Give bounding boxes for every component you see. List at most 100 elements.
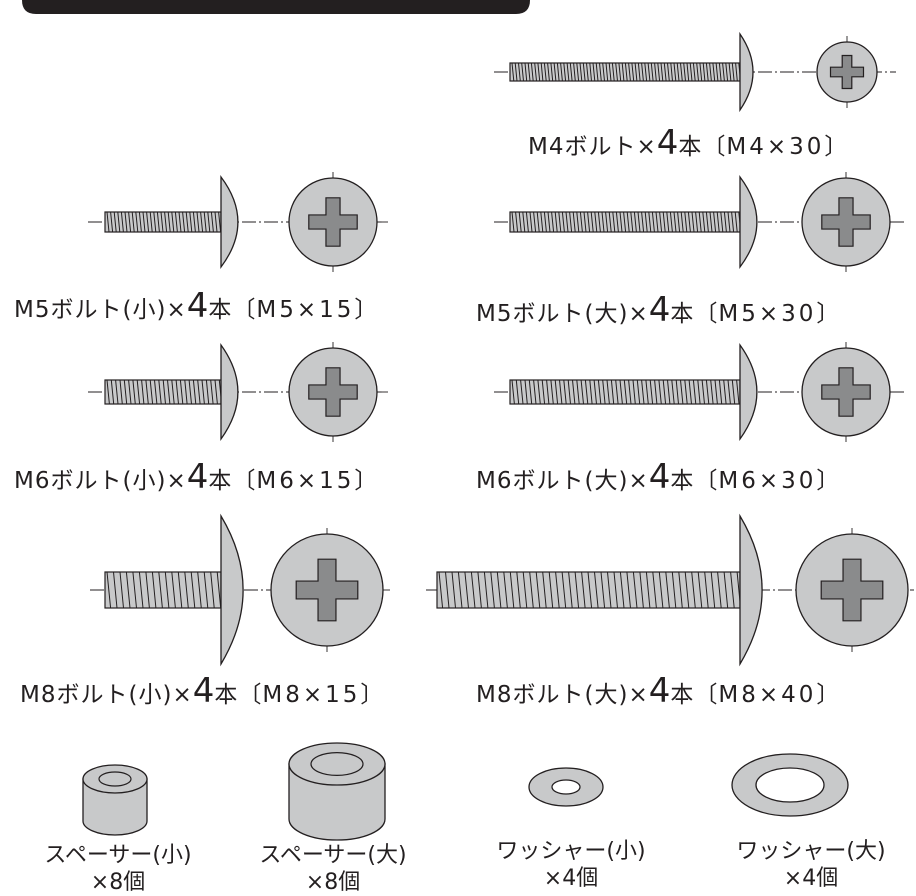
bolt-threads [511, 379, 740, 405]
phillips-cross-icon [821, 367, 871, 417]
bolt-name: M6ボルト [14, 468, 123, 494]
part-caption-spacer-large: スペーサー(大) ×8個 [228, 842, 438, 896]
bolt-name: M5ボルト [14, 297, 123, 323]
bolt-quantity: 4 [192, 671, 215, 711]
spacer-body [82, 778, 148, 836]
times-sign: × [628, 682, 649, 708]
bolt-name: M5ボルト [476, 301, 585, 327]
spacer-body [288, 763, 386, 841]
bolt-m4 [494, 31, 896, 113]
bolt-spec: M6×30 [718, 468, 817, 494]
spacer-small-icon [82, 764, 148, 836]
part-caption-washer-small: ワッシャー(小) ×4個 [466, 838, 676, 892]
bolt-label-m8-large: M8ボルト(大)×4本〔M8×40〕 [476, 674, 840, 708]
bolt-quantity: 4 [648, 671, 671, 711]
bracket-close: 〕 [354, 297, 379, 323]
bracket-close: 〕 [824, 134, 849, 160]
quantity-unit: 本 [214, 682, 239, 708]
quantity-unit: 本 [670, 468, 695, 494]
bolt-m5l [494, 172, 904, 272]
phillips-cross-icon [829, 54, 865, 90]
spacer-large-icon [288, 742, 386, 841]
bolt-quantity: 4 [648, 290, 671, 330]
bolt-spec: M8×15 [262, 682, 361, 708]
bolt-spec: M5×15 [256, 297, 355, 323]
washer-hole [755, 767, 825, 803]
bolt-threads [438, 571, 742, 609]
bolt-head [739, 342, 758, 442]
bolt-m5s [88, 172, 390, 272]
bracket-open: 〔 [694, 301, 719, 327]
bolt-threads [106, 211, 222, 233]
part-name: スペーサー(小) [44, 843, 192, 868]
bolt-head [739, 175, 758, 269]
bolt-threads [106, 571, 222, 609]
bolt-threads [511, 211, 742, 233]
bolt-spec: M6×15 [256, 468, 355, 494]
bolt-label-m6-small: M6ボルト(小)×4本〔M6×15〕 [14, 460, 378, 494]
times-sign: × [166, 297, 187, 323]
bolt-quantity: 4 [186, 457, 209, 497]
bolt-head [220, 513, 244, 667]
bolt-head [739, 513, 763, 667]
part-caption-washer-large: ワッシャー(大) ×4個 [706, 838, 916, 892]
bolt-size: (小) [122, 297, 167, 323]
times-sign: × [628, 468, 649, 494]
bracket-open: 〔 [232, 297, 257, 323]
bolt-size: (大) [584, 468, 629, 494]
part-qty: ×8個 [305, 870, 361, 895]
phillips-cross-icon [820, 558, 884, 622]
bracket-close: 〕 [816, 682, 841, 708]
bracket-open: 〔 [694, 682, 719, 708]
header-bar [22, 0, 530, 14]
bolt-quantity: 4 [656, 123, 679, 163]
spacer-hole [310, 752, 364, 776]
bolt-m6l [494, 342, 904, 442]
bolt-size: (大) [584, 301, 629, 327]
quantity-unit: 本 [670, 682, 695, 708]
bolt-quantity: 4 [648, 457, 671, 497]
part-caption-spacer-small: スペーサー(小) ×8個 [13, 842, 223, 896]
bolt-size: (大) [584, 682, 629, 708]
part-name: ワッシャー(大) [736, 839, 886, 864]
bolt-label-m5-small: M5ボルト(小)×4本〔M5×15〕 [14, 289, 378, 323]
bolt-m8l [426, 513, 914, 667]
bolt-spec: M4×30 [726, 134, 825, 160]
bracket-open: 〔 [702, 134, 727, 160]
part-qty: ×8個 [90, 870, 146, 895]
bolt-label-m8-small: M8ボルト(小)×4本〔M8×15〕 [20, 674, 384, 708]
quantity-unit: 本 [678, 134, 703, 160]
phillips-cross-icon [308, 367, 358, 417]
bracket-close: 〕 [816, 468, 841, 494]
bolt-shank [104, 571, 222, 609]
bolt-quantity: 4 [186, 286, 209, 326]
phillips-cross-icon [295, 558, 359, 622]
times-sign: × [636, 134, 657, 160]
bolt-name: M8ボルト [476, 682, 585, 708]
bolt-name: M4ボルト [528, 134, 637, 160]
bracket-close: 〕 [354, 468, 379, 494]
quantity-unit: 本 [670, 301, 695, 327]
times-sign: × [172, 682, 193, 708]
quantity-unit: 本 [208, 468, 233, 494]
bolt-head [220, 175, 239, 269]
bolt-threads [511, 62, 742, 82]
bolt-label-m6-large: M6ボルト(大)×4本〔M6×30〕 [476, 460, 840, 494]
bracket-open: 〔 [694, 468, 719, 494]
bracket-open: 〔 [232, 468, 257, 494]
bolt-name: M8ボルト [20, 682, 129, 708]
bracket-close: 〕 [360, 682, 385, 708]
bracket-open: 〔 [238, 682, 263, 708]
bolt-spec: M8×40 [718, 682, 817, 708]
bracket-close: 〕 [816, 301, 841, 327]
spacer-hole [98, 771, 132, 787]
bolt-label-m4: M4ボルト×4本〔M4×30〕 [528, 126, 848, 160]
part-qty: ×4個 [543, 866, 599, 891]
phillips-cross-icon [821, 197, 871, 247]
phillips-cross-icon [308, 197, 358, 247]
part-name: ワッシャー(小) [496, 839, 646, 864]
times-sign: × [628, 301, 649, 327]
bolt-head [739, 31, 754, 113]
bolt-threads [106, 379, 223, 405]
